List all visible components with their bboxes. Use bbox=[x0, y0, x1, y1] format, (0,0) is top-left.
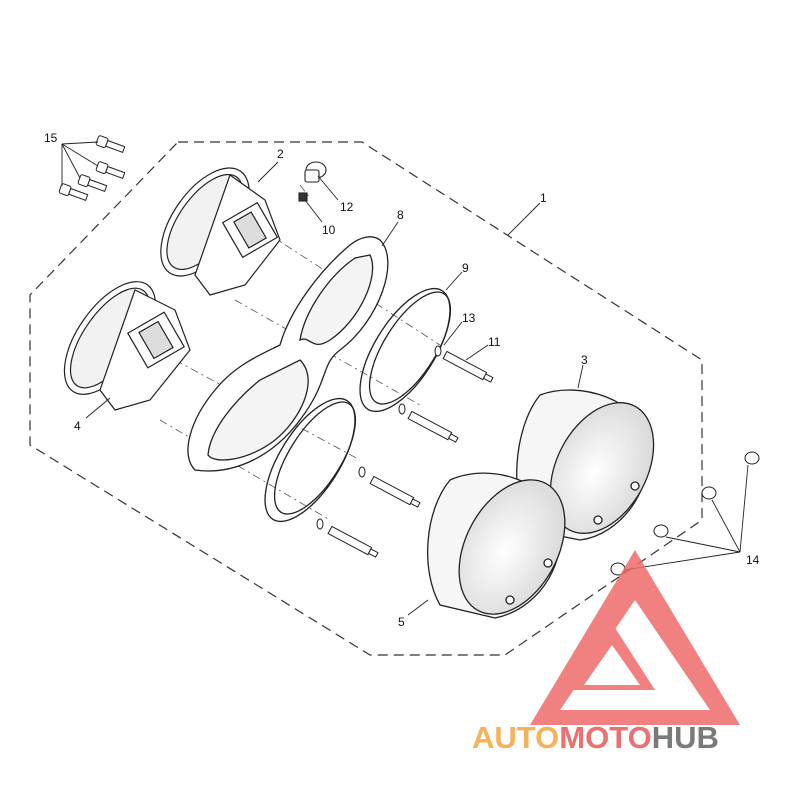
leader-lines bbox=[61, 141, 749, 616]
callout-13: 13 bbox=[462, 311, 476, 325]
bezel-plate bbox=[187, 236, 389, 472]
alignment-lines bbox=[159, 184, 441, 521]
cap-nuts bbox=[610, 451, 760, 576]
gauge-housing-lower bbox=[63, 281, 191, 411]
callout-11: 11 bbox=[488, 335, 501, 349]
callout-2: 2 bbox=[277, 147, 284, 161]
callout-14: 14 bbox=[746, 553, 760, 567]
knob bbox=[298, 161, 327, 202]
gauge-housing-upper bbox=[160, 167, 281, 296]
callout-9: 9 bbox=[462, 261, 469, 275]
callout-8: 8 bbox=[397, 208, 404, 222]
callout-4: 4 bbox=[74, 419, 81, 433]
callout-15: 15 bbox=[44, 131, 58, 145]
back-cover-lower bbox=[427, 472, 566, 619]
automotohub-logo bbox=[530, 550, 740, 725]
callout-10: 10 bbox=[322, 223, 336, 237]
studs bbox=[316, 345, 494, 558]
callout-5: 5 bbox=[398, 615, 405, 629]
watermark-auto: AUTO bbox=[472, 720, 559, 755]
watermark-text: AUTOMOTOHUB bbox=[472, 720, 719, 755]
callout-12: 12 bbox=[340, 200, 354, 214]
callout-3: 3 bbox=[581, 353, 588, 367]
callout-1: 1 bbox=[540, 191, 547, 205]
callouts: 15 2 1 12 8 10 9 13 11 3 4 14 5 bbox=[44, 131, 760, 629]
back-cover-upper bbox=[516, 389, 655, 541]
assembly-boundary bbox=[29, 141, 703, 656]
gasket-rings bbox=[264, 287, 452, 523]
watermark-hub: HUB bbox=[652, 720, 719, 755]
watermark-moto: MOTO bbox=[559, 720, 651, 755]
bolts bbox=[58, 135, 126, 201]
